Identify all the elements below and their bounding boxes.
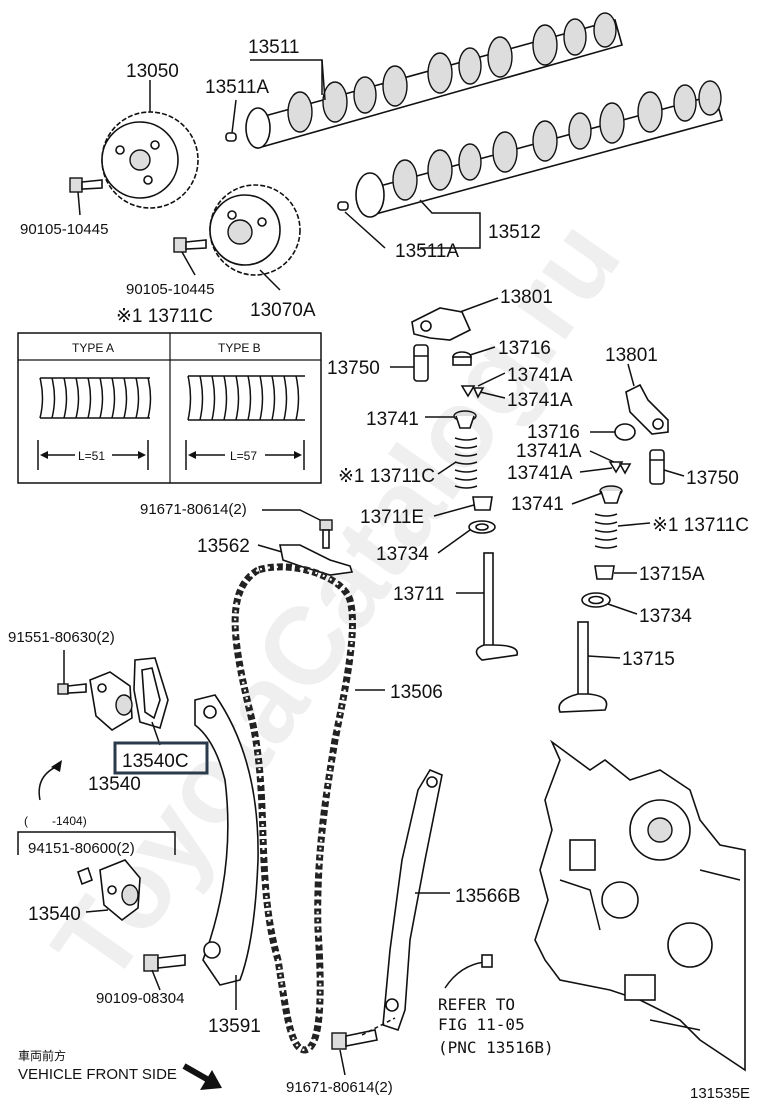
- label-13540C[interactable]: 13540C: [122, 751, 189, 772]
- valve-cap-13716-b[interactable]: [614, 423, 636, 441]
- bolt-90105-a[interactable]: [69, 177, 103, 193]
- label-13506: 13506: [390, 682, 443, 703]
- label-13711: 13711: [393, 584, 444, 605]
- label-13711C-b: ※1 13711C: [652, 515, 749, 536]
- valve-13715[interactable]: [558, 621, 608, 713]
- chain-slipper-13591[interactable]: [194, 694, 259, 986]
- label-13711C-a: ※1 13711C: [338, 466, 435, 487]
- label-94151: 94151-80600(2): [28, 840, 135, 857]
- seal-13711E[interactable]: [472, 496, 493, 511]
- camshaft-13512[interactable]: [355, 80, 723, 218]
- label-13741A-a2: 13741A: [507, 390, 573, 411]
- spring-type-a: L=51: [37, 377, 152, 470]
- label-13801-b: 13801: [605, 345, 658, 366]
- bolt-90105-b[interactable]: [173, 237, 207, 253]
- label-13741-b: 13741: [511, 494, 564, 515]
- bolt-94151[interactable]: [77, 866, 93, 886]
- label-13741A-b1: 13741A: [516, 441, 582, 462]
- label-13715: 13715: [622, 649, 675, 670]
- spring-a-length: L=51: [78, 449, 105, 463]
- timing-chain-13506[interactable]: [231, 563, 356, 1054]
- label-91671-a: 91671-80614(2): [140, 501, 247, 518]
- front-label-jp: 車両前方: [18, 1048, 66, 1063]
- label-90105-b: 90105-10445: [126, 281, 214, 298]
- chain-guide-13562[interactable]: [279, 544, 354, 576]
- valve-13711[interactable]: [475, 552, 519, 661]
- camshaft-13511[interactable]: [245, 12, 623, 149]
- gasket-13540C[interactable]: [133, 657, 169, 729]
- rocker-arm-13801-a[interactable]: [411, 307, 472, 341]
- rocker-arm-13801-b[interactable]: [625, 383, 669, 435]
- sprocket-13050[interactable]: [101, 111, 199, 209]
- label-13566B: 13566B: [455, 886, 521, 907]
- label-13750-b: 13750: [686, 468, 739, 489]
- label-13511A-bottom: 13511A: [395, 241, 459, 262]
- label-13716-a: 13716: [498, 338, 551, 359]
- refer-line-2[interactable]: FIG 11-05: [438, 1015, 525, 1034]
- label-90109: 90109-08304: [96, 990, 184, 1007]
- label-13716-b: 13716: [527, 422, 580, 443]
- figure-id: 131535E: [690, 1085, 750, 1102]
- spring-type-b: L=57: [185, 375, 305, 470]
- seal-13715A[interactable]: [594, 565, 615, 580]
- seat-13734-b[interactable]: [581, 592, 611, 608]
- lash-adjuster-13750-a[interactable]: [413, 344, 429, 382]
- bolt-91671-b[interactable]: [331, 1029, 378, 1050]
- tensioner-13540-b[interactable]: [99, 859, 141, 922]
- table-type-a: TYPE A: [72, 341, 114, 355]
- retainer-13741-b[interactable]: [599, 485, 623, 504]
- refer-line-3[interactable]: (PNC 13516B): [438, 1038, 554, 1057]
- label-13512: 13512: [488, 222, 541, 243]
- label-13741A-a1: 13741A: [507, 365, 573, 386]
- keeper-13741A-b[interactable]: [608, 461, 632, 475]
- oil-jet-13516B[interactable]: [444, 954, 493, 989]
- seat-13734-a[interactable]: [468, 520, 496, 534]
- pin-13511A-top[interactable]: [225, 132, 237, 142]
- label-90105-a: 90105-10445: [20, 221, 108, 238]
- label-13540-a: 13540: [88, 774, 141, 795]
- label-13750-a: 13750: [327, 358, 380, 379]
- chain-guide-13566B[interactable]: [382, 768, 443, 1032]
- table-type-b: TYPE B: [218, 341, 261, 355]
- bolt-91551[interactable]: [57, 683, 87, 695]
- spring-13711C-a[interactable]: [454, 437, 478, 489]
- front-arrow-icon: [182, 1063, 222, 1090]
- bolt-90109[interactable]: [143, 954, 186, 972]
- label-13741-a: 13741: [366, 409, 419, 430]
- sprocket-13070A[interactable]: [209, 184, 301, 276]
- label-91551: 91551-80630(2): [8, 629, 115, 646]
- label-13711E: 13711E: [360, 507, 424, 528]
- label-13715A: 13715A: [639, 564, 705, 585]
- label-13562: 13562: [197, 536, 250, 557]
- label-13070A: 13070A: [250, 300, 316, 321]
- label-13540-b: 13540: [28, 904, 81, 925]
- label-13741A-b2: 13741A: [507, 463, 573, 484]
- retainer-13741-a[interactable]: [453, 410, 477, 429]
- label-13734-b: 13734: [639, 606, 692, 627]
- front-label-en: VEHICLE FRONT SIDE: [18, 1066, 177, 1083]
- pin-13511A-bottom[interactable]: [337, 201, 349, 211]
- bolt-91671-a[interactable]: [319, 519, 333, 549]
- label-91671-b: 91671-80614(2): [286, 1079, 393, 1096]
- lash-adjuster-13750-b[interactable]: [649, 449, 665, 485]
- highlight-box-13540C: [113, 741, 209, 775]
- label-13711C-table: ※1 13711C: [116, 306, 213, 327]
- label-13801-a: 13801: [500, 287, 553, 308]
- label-13511: 13511: [248, 37, 299, 58]
- label-13591: 13591: [208, 1016, 261, 1037]
- label-13511A-top: 13511A: [205, 77, 269, 98]
- valve-cap-13716-a[interactable]: [452, 351, 472, 366]
- spring-b-length: L=57: [230, 449, 257, 463]
- refer-line-1[interactable]: REFER TO: [438, 995, 515, 1014]
- engine-block: [534, 739, 746, 1072]
- spring-13711C-b[interactable]: [594, 513, 618, 549]
- spring-type-table: TYPE A TYPE B L=51 L=57: [17, 332, 322, 484]
- arrow-head-icon: [51, 760, 62, 772]
- tensioner-13540-a[interactable]: [89, 671, 133, 731]
- label-13050: 13050: [126, 61, 179, 82]
- label-13734-a: 13734: [376, 544, 429, 565]
- label-range: ( -1404): [24, 814, 87, 828]
